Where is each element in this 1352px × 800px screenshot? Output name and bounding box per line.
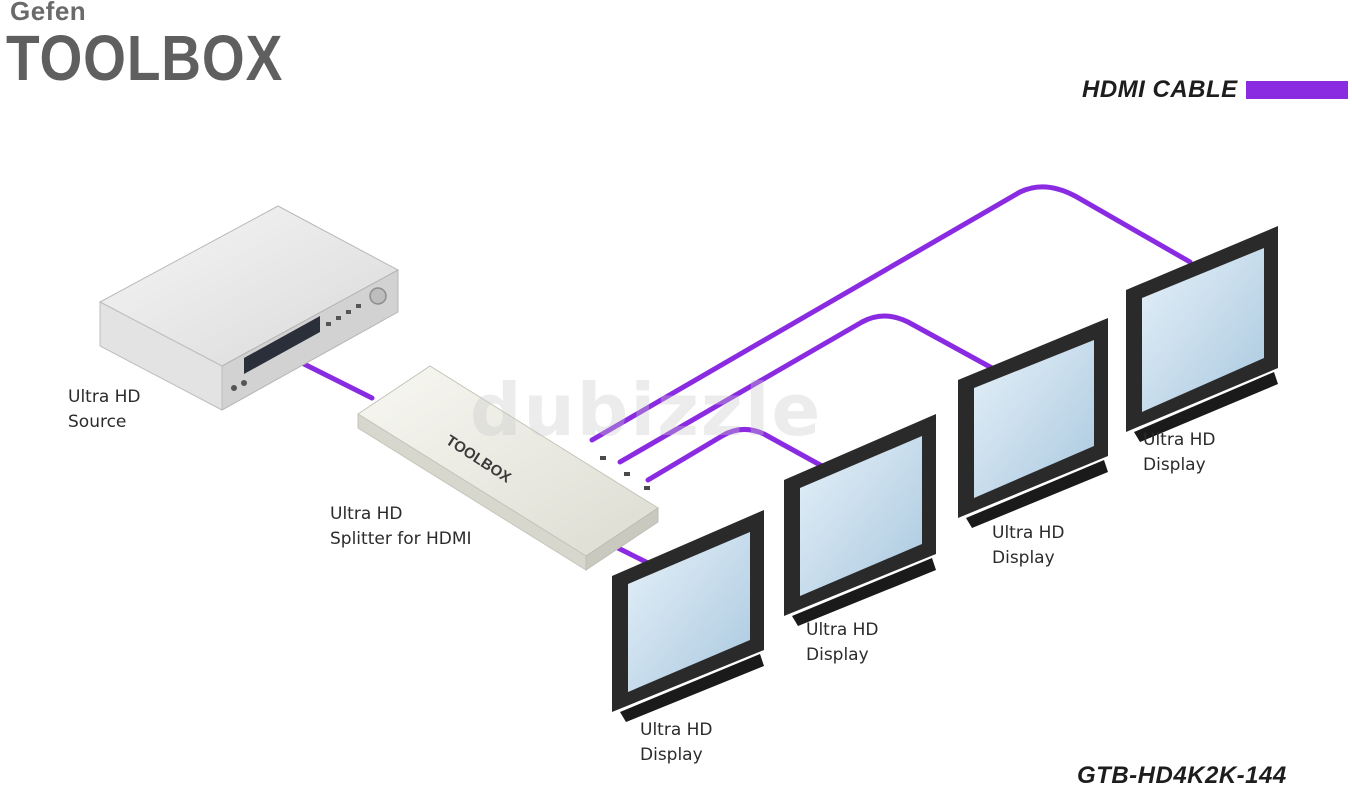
ultra-hd-display-2 [784,414,936,626]
ultra-hd-splitter-device [357,365,659,571]
cable-to-display-4 [589,184,1193,443]
cable-to-display-3 [617,313,995,465]
brand-gefen-wordmark: Gefen [10,0,87,26]
brand-toolbox-wordmark: TOOLBOX [6,22,284,94]
label-display-3: Ultra HD Display [992,523,1065,568]
cable-to-display-2 [645,427,825,483]
hdmi-cables [297,184,1193,567]
legend-hdmi-cable-label: HDMI CABLE [1082,76,1238,103]
ultra-hd-source-device [98,205,400,411]
cable-source-to-splitter [297,359,375,401]
legend-hdmi-cable-swatch [1246,81,1348,99]
ultra-hd-display-3 [958,318,1108,528]
label-source: Ultra HD Source [68,387,141,432]
label-display-4: Ultra HD Display [1143,430,1216,475]
model-number: GTB-HD4K2K-144 [1077,762,1287,789]
ultra-hd-display-1 [612,510,764,722]
label-display-2: Ultra HD Display [806,620,879,665]
ultra-hd-display-4 [1126,226,1278,442]
watermark-text: dubizzle [470,368,823,452]
label-splitter: Ultra HD Splitter for HDMI [330,504,472,549]
cable-to-display-1 [615,545,653,567]
label-display-1: Ultra HD Display [640,720,713,765]
